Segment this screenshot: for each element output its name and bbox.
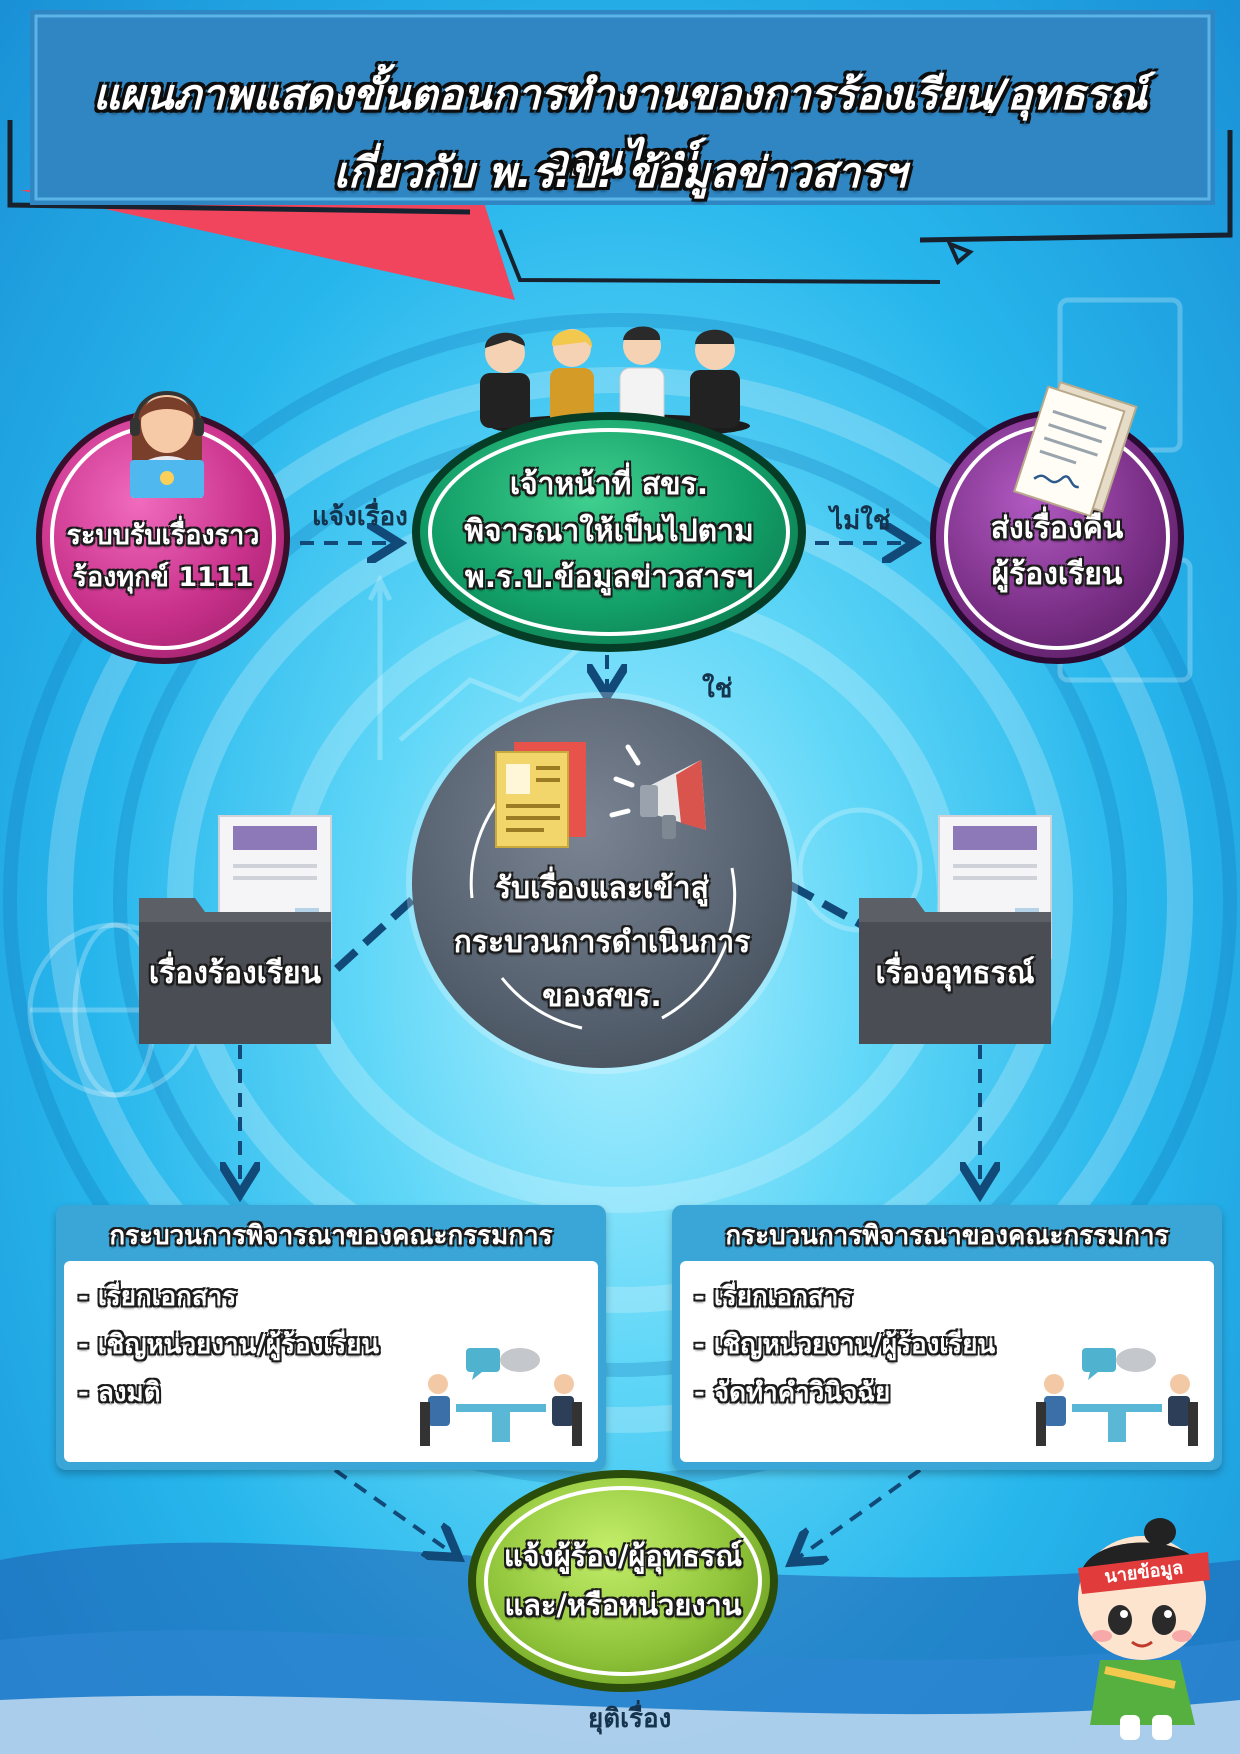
intake-line1: ระบบรับเรื่องราว [66, 520, 260, 552]
edge-label-end: ยุติเรื่อง [588, 1704, 672, 1734]
folder-icon [139, 815, 332, 1044]
officer-line2: พิจารณาให้เป็นไปตาม [464, 513, 754, 549]
intake-node: ระบบรับเรื่องราว ร้องทุกข์ 1111 [36, 410, 290, 664]
complaint-folder-label: เรื่องร้องเรียน [148, 956, 322, 991]
notify-line1: แจ้งผู้ร้อง/ผู้อุทธรณ์ [503, 1538, 743, 1573]
officer-line1: เจ้าหน้าที่ สขร. [509, 467, 709, 503]
appeal-folder-label: เรื่องอุทธรณ์ [875, 956, 1035, 991]
meeting-icon [420, 1348, 582, 1446]
committee-panel-left-heading: กระบวนการพิจารณาของคณะกรรมการ [109, 1221, 553, 1251]
panel-left-item-3: - ลงมติ [78, 1378, 161, 1409]
panel-right-item-1: - เรียกเอกสาร [694, 1282, 853, 1312]
megaphone-icon [609, 744, 706, 839]
process-line1: รับเรื่องและเข้าสู่ [495, 871, 709, 906]
edge-label-no: ไม่ใช่ [830, 506, 891, 536]
edge-label-notify: แจ้งเรื่อง [312, 502, 408, 532]
return-line2: ผู้ร้องเรียน [991, 557, 1123, 592]
committee-panel-right: กระบวนการพิจารณาของคณะกรรมการ - เรียกเอก… [672, 1205, 1222, 1470]
process-line2: กระบวนการดำเนินการ [453, 925, 751, 960]
officer-node: เจ้าหน้าที่ สขร. พิจารณาให้เป็นไปตาม พ.ร… [412, 412, 806, 652]
page-title: แผนภาพแสดงขั้นตอนการทำงานของการร้องเรียน… [92, 70, 1148, 185]
newspaper-icon [495, 742, 586, 848]
panel-right-item-3: - จัดทำคำวินิจฉัย [694, 1378, 891, 1409]
process-line3: ของสขร. [542, 979, 662, 1014]
notify-line2: และ/หรือหน่วยงาน [504, 1588, 742, 1622]
panel-left-item-1: - เรียกเอกสาร [78, 1282, 237, 1312]
complaint-folder: เรื่องร้องเรียน [135, 812, 335, 1047]
officer-line3: พ.ร.บ.ข้อมูลข่าวสารฯ [464, 560, 754, 596]
signed-document-icon [1013, 380, 1138, 518]
appeal-folder: เรื่องอุทธรณ์ [855, 812, 1055, 1047]
mascot-icon: นายข้อมูล [1078, 1518, 1210, 1740]
notify-node: แจ้งผู้ร้อง/ผู้อุทธรณ์ และ/หรือหน่วยงาน [468, 1470, 778, 1692]
panel-left-item-2: - เชิญหน่วยงาน/ผู้ร้องเรียน [78, 1330, 380, 1361]
process-node: รับเรื่องและเข้าสู่ กระบวนการดำเนินการ ข… [412, 698, 792, 1068]
folder-icon [859, 815, 1052, 1044]
meeting-icon [1036, 1348, 1198, 1446]
connector-process-to-complaint [327, 897, 415, 978]
title-band [30, 10, 1215, 205]
arrow-right-panel-to-notify [795, 1468, 922, 1560]
title-accent-triangle [20, 190, 515, 300]
arrow-left-panel-to-notify [333, 1468, 455, 1555]
panel-right-item-2: - เชิญหน่วยงาน/ผู้ร้องเรียน [694, 1330, 996, 1361]
call-center-agent-icon [130, 391, 204, 498]
edge-label-yes: ใช่ [702, 674, 733, 704]
committee-panel-right-heading: กระบวนการพิจารณาของคณะกรรมการ [725, 1221, 1169, 1251]
committee-panel-left: กระบวนการพิจารณาของคณะกรรมการ - เรียกเอก… [56, 1205, 606, 1470]
return-line1: ส่งเรื่องคืน [990, 510, 1124, 546]
intake-line2: ร้องทุกข์ 1111 [72, 562, 254, 593]
page-subtitle: เกี่ยวกับ พ.ร.บ. ข้อมูลข่าวสารฯ [333, 148, 907, 197]
